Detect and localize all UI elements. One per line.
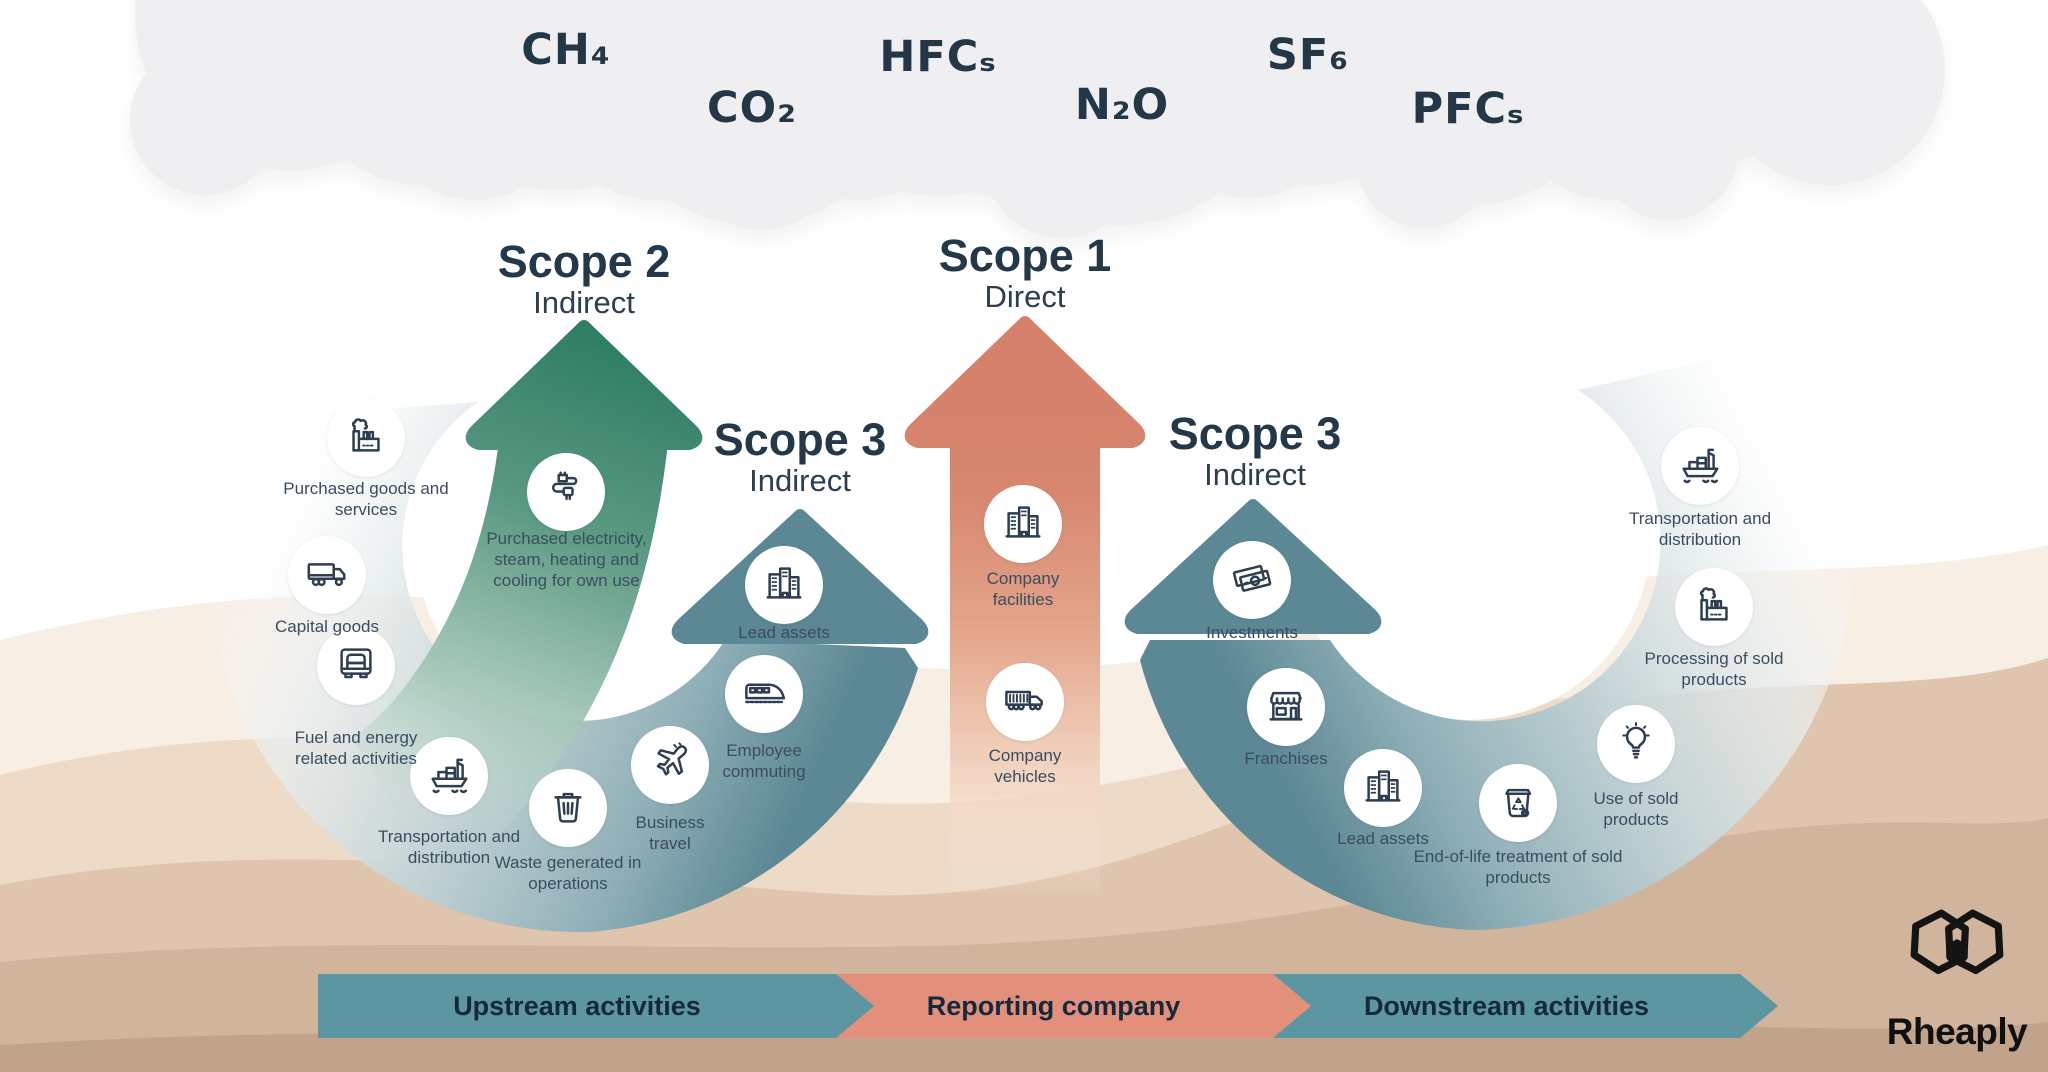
cargo-ship-icon (410, 737, 488, 815)
item-label-company-facilities: Company facilities (986, 569, 1060, 610)
scope3-downstream-title-text: Scope 3 (1168, 408, 1342, 459)
item-label-lead-assets-upstream: Lead assets (738, 623, 830, 642)
buildings-icon (745, 546, 823, 624)
upstream-activities-label: Upstream activities (453, 990, 701, 1021)
factory-icon-glyph (343, 413, 389, 464)
scope3-downstream-title: Scope 3 Indirect (1169, 410, 1342, 493)
item-label-company-vehicles: Company vehicles (988, 746, 1062, 787)
buildings-icon-glyph (761, 560, 807, 611)
money-icon-glyph (1229, 555, 1275, 606)
cloud-shape (380, 10, 570, 200)
train-icon-glyph (741, 669, 787, 720)
cloud-shape (1356, 92, 1492, 228)
scope3-upstream-title: Scope 3 Indirect (714, 416, 887, 499)
rheaply-hex-heart-icon (1910, 909, 2004, 975)
gas-label-n2o: N₂O (1074, 80, 1170, 130)
cloud-shape (1162, 22, 1338, 198)
storefront-icon (1247, 668, 1325, 746)
cloud-shape (130, 45, 280, 195)
airplane-icon (631, 726, 709, 804)
scope1-arrowhead (904, 316, 1146, 448)
cargo-ship-icon-glyph (1677, 441, 1723, 492)
buildings-icon-glyph (1360, 763, 1406, 814)
gas-label-pfcs: PFCₛ (1411, 84, 1525, 134)
upstream-activities-segment: Upstream activities (318, 974, 874, 1038)
buildings-icon-glyph (1000, 499, 1046, 550)
item-label-transportation-upstream: Transportation and distribution (377, 827, 521, 868)
cloud-shape (984, 82, 1140, 238)
item-label-purchased-goods: Purchased goods and services (283, 479, 449, 520)
recycle-bin-icon-glyph (1495, 778, 1541, 829)
truck-front-icon (317, 627, 395, 705)
train-icon (725, 655, 803, 733)
cloud-shape (1598, 80, 1738, 220)
trash-bin-icon (529, 769, 607, 847)
scope2-title: Scope 2 Indirect (498, 238, 671, 321)
factory-icon (327, 399, 405, 477)
box-truck-icon (288, 536, 366, 614)
semi-truck-icon (986, 663, 1064, 741)
plug-icon-glyph (543, 467, 589, 518)
airplane-icon-glyph (647, 740, 693, 791)
gas-label-sf6: SF₆ (1266, 30, 1350, 80)
cargo-ship-icon (1661, 427, 1739, 505)
item-label-waste: Waste generated in operations (494, 853, 642, 894)
item-label-employee-commuting: Employee commuting (722, 741, 806, 782)
downstream-activities-segment: Downstream activities (1273, 974, 1778, 1038)
item-label-franchises: Franchises (1244, 749, 1328, 768)
truck-front-icon-glyph (333, 641, 379, 692)
item-label-purchased-electricity: Purchased electricity, steam, heating an… (486, 529, 647, 591)
downstream-inner-disc (1290, 360, 1650, 720)
gas-clouds: CH₄ CO₂ HFCₛ N₂O SF₆ PFCₛ (0, 0, 2048, 260)
item-label-capital-goods: Capital goods (275, 617, 379, 636)
semi-truck-icon-glyph (1002, 677, 1048, 728)
trash-bin-icon-glyph (545, 783, 591, 834)
scope1-title: Scope 1 Direct (939, 232, 1112, 315)
cloud-shape (1715, 0, 1945, 185)
buildings-icon (984, 485, 1062, 563)
scope3-upstream-subtitle-text: Indirect (749, 463, 851, 499)
item-label-processing: Processing of sold products (1644, 649, 1784, 690)
reporting-company-label: Reporting company (926, 990, 1181, 1021)
gas-label-hfcs: HFCₛ (879, 32, 997, 82)
item-label-fuel-energy: Fuel and energy related activities (294, 728, 418, 769)
scope2-arrowhead (465, 320, 703, 450)
item-label-transportation-downstream: Transportation and distribution (1628, 509, 1772, 550)
item-label-use-of-sold: Use of sold products (1593, 789, 1679, 830)
reporting-company-segment: Reporting company (834, 974, 1311, 1038)
factory-icon-glyph (1691, 582, 1737, 633)
item-label-end-of-life: End-of-life treatment of sold products (1413, 847, 1623, 888)
scope1-subtitle-text: Direct (984, 279, 1066, 315)
storefront-icon-glyph (1263, 682, 1309, 733)
scope2-title-text: Scope 2 (497, 236, 671, 287)
scope3-downstream-subtitle-text: Indirect (1204, 457, 1306, 493)
item-label-investments: Investments (1206, 623, 1298, 642)
upstream-crescent (207, 402, 918, 933)
activity-legend-bar: Downstream activities Reporting company … (318, 974, 1778, 1038)
gas-label-ch4: CH₄ (521, 25, 611, 75)
money-icon (1213, 541, 1291, 619)
scope1-title-text: Scope 1 (938, 230, 1112, 281)
item-label-business-travel: Business travel (635, 813, 705, 854)
box-truck-icon-glyph (304, 550, 350, 601)
gas-label-co2: CO₂ (707, 83, 797, 133)
downstream-activities-label: Downstream activities (1363, 990, 1650, 1021)
cargo-ship-icon-glyph (426, 751, 472, 802)
buildings-icon (1344, 749, 1422, 827)
bulb-icon (1597, 705, 1675, 783)
bulb-icon-glyph (1613, 719, 1659, 770)
item-label-lead-assets-downstream: Lead assets (1337, 829, 1429, 848)
recycle-bin-icon (1479, 764, 1557, 842)
brand-logo: Rheaply (1877, 894, 2037, 1053)
brand-wordmark: Rheaply (1886, 1011, 2028, 1052)
plug-icon (527, 453, 605, 531)
scope2-subtitle-text: Indirect (533, 285, 635, 321)
scope3-upstream-title-text: Scope 3 (713, 414, 887, 465)
factory-icon (1675, 568, 1753, 646)
